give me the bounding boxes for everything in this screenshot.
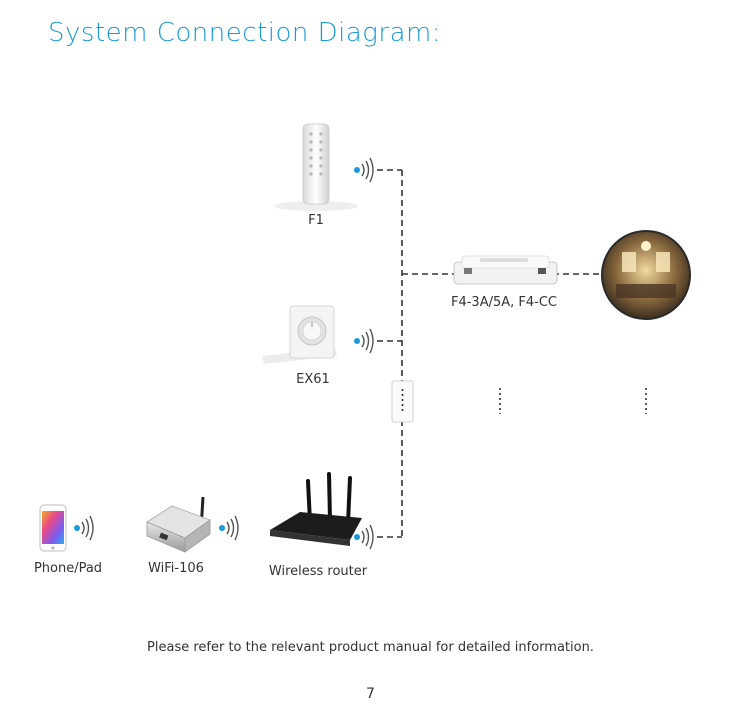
f4-controller-image [453, 255, 558, 285]
signal-icon-ex61 [354, 328, 374, 354]
room-light-image [601, 230, 691, 320]
page-title: System Connection Diagram: [48, 18, 442, 48]
phone-label: Phone/Pad [33, 561, 103, 576]
repeater-panel-image [391, 380, 414, 423]
footer-note: Please refer to the relevant product man… [147, 640, 594, 655]
wifi106-label: WiFi-106 [148, 561, 204, 576]
signal-icon-wifi106 [219, 515, 239, 541]
ex61-panel-image [262, 305, 337, 364]
wifi106-image [146, 496, 211, 553]
router-image [270, 472, 362, 546]
ex61-label: EX61 [296, 372, 330, 387]
connection-lines [377, 169, 602, 538]
signal-icon-router [354, 524, 374, 550]
f1-remote-image [274, 123, 358, 211]
more-zones-indicator [499, 388, 647, 414]
f1-label: F1 [308, 213, 324, 228]
phone-image [39, 504, 67, 552]
page-number: 7 [366, 686, 375, 702]
controller-label: F4-3A/5A, F4-CC [450, 295, 558, 310]
router-label: Wireless router [268, 564, 368, 579]
signal-icon-phone [74, 515, 94, 541]
signal-icon-f1 [354, 157, 374, 183]
